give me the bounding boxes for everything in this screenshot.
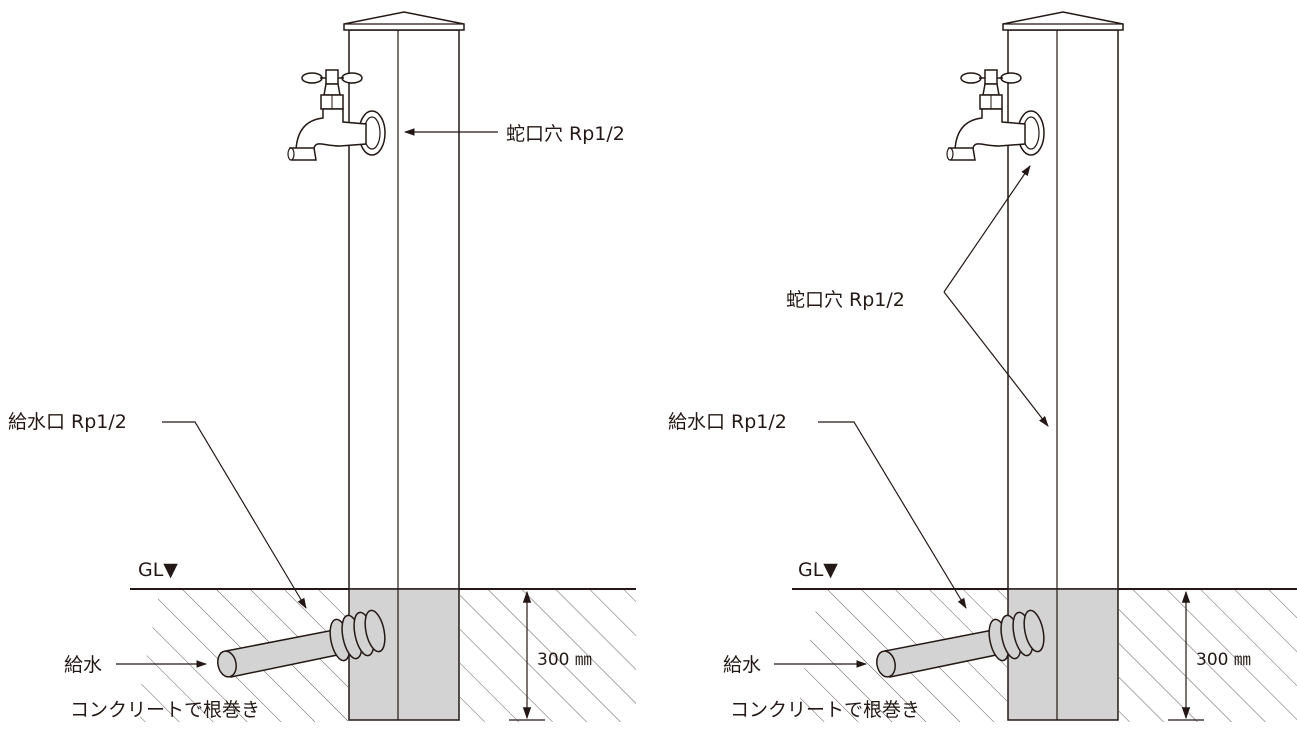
faucet-hole-leader-upper <box>943 165 1031 293</box>
supply-port-leader <box>162 421 307 609</box>
faucet-hole-label: 蛇口穴 Rp1/2 <box>506 123 625 145</box>
concrete-label: コンクリートで根巻き <box>70 699 260 721</box>
diagram-single-faucet: 蛇口穴 Rp1/2 給水口 Rp1/2 GL▼ 給水 コンクリートで根巻き 30… <box>8 11 636 723</box>
faucet-hole-leader-lower <box>943 291 1049 427</box>
supply-port-leader <box>818 421 967 609</box>
concrete-label: コンクリートで根巻き <box>730 699 920 721</box>
depth-dimension <box>1168 590 1204 721</box>
supply-port-label: 給水口 Rp1/2 <box>8 411 127 433</box>
supply-pipe <box>217 609 386 678</box>
supply-label: 給水 <box>723 654 761 676</box>
faucet-hole-label: 蛇口穴 Rp1/2 <box>786 289 905 311</box>
diagram-double-faucet: 蛇口穴 Rp1/2 給水口 Rp1/2 GL▼ 給水 コンクリートで根巻き 30… <box>668 11 1297 723</box>
supply-pipe <box>876 609 1045 678</box>
water-post <box>1002 11 1124 590</box>
depth-dimension <box>509 590 545 721</box>
supply-port-label: 給水口 Rp1/2 <box>668 411 787 433</box>
water-post <box>343 11 465 590</box>
depth-label: 300 ㎜ <box>537 650 592 670</box>
depth-label: 300 ㎜ <box>1196 650 1251 670</box>
ground-level-label: GL▼ <box>138 559 178 581</box>
supply-label: 給水 <box>64 654 102 676</box>
ground-level-label: GL▼ <box>798 559 838 581</box>
